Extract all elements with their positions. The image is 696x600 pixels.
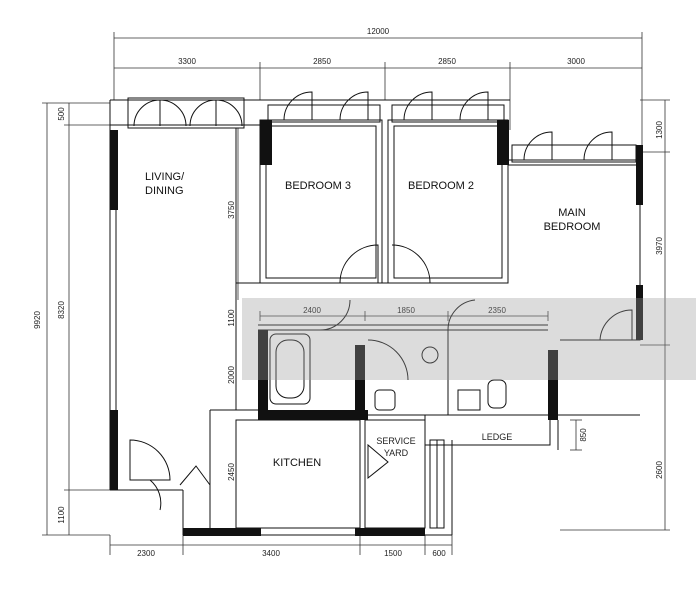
main-bedroom-label-line1: MAIN <box>558 207 586 219</box>
toilet-2 <box>487 379 507 409</box>
main-bedroom-door <box>599 309 633 341</box>
wall-segment <box>355 345 365 415</box>
living-dining-label-line1: LIVING/ <box>145 171 185 183</box>
wash-basin <box>421 346 439 364</box>
wall-segment <box>355 528 425 536</box>
dim-top-seg-2: 2850 <box>313 57 331 66</box>
living-dining-label-line2: DINING <box>145 185 184 197</box>
dim-top-seg-3: 2850 <box>438 57 456 66</box>
dim-right-a: 1300 <box>655 121 664 139</box>
dim-left-sub-b: 8320 <box>57 301 66 319</box>
wall-segment <box>110 130 118 210</box>
dim-left-sub-c: 1100 <box>57 506 66 524</box>
bedroom2-label: BEDROOM 2 <box>408 180 474 192</box>
dim-left-sub-a: 500 <box>57 107 66 121</box>
dim-inner-v-a: 3750 <box>227 201 236 219</box>
dim-right-c: 850 <box>579 428 588 442</box>
bath2-door <box>447 299 476 331</box>
dim-right-d: 2600 <box>655 461 664 479</box>
dim-bottom-seg-1: 2300 <box>137 549 155 558</box>
bedroom3-label: BEDROOM 3 <box>285 180 351 192</box>
windows <box>127 91 637 163</box>
main-bedroom-label-line2: BEDROOM <box>544 221 601 233</box>
bedroom2-door <box>391 244 431 284</box>
bath-door <box>319 299 351 331</box>
wall-segment <box>258 330 268 420</box>
dim-inner-h-3: 2350 <box>488 306 506 315</box>
dimension-lines: 12000 3300 2850 2850 3000 9920 500 8320 … <box>33 27 670 558</box>
dim-top-seg-4: 3000 <box>567 57 585 66</box>
wall-segment <box>258 410 368 420</box>
fixtures <box>269 333 507 411</box>
dim-top-seg-1: 3300 <box>178 57 196 66</box>
bathtub <box>269 333 311 405</box>
wall-segment <box>497 120 509 165</box>
dim-inner-v-c: 2000 <box>227 366 236 384</box>
bedroom3-door <box>339 244 379 284</box>
wall-segment <box>110 410 118 490</box>
entrance-door-leaf <box>149 479 162 511</box>
room-labels: LIVING/ DINING BEDROOM 3 BEDROOM 2 MAIN … <box>145 171 600 469</box>
entrance-door <box>129 439 171 481</box>
walls <box>109 99 643 536</box>
ledge-label: LEDGE <box>482 432 513 442</box>
kitchen-label: KITCHEN <box>273 457 321 469</box>
wall-segment <box>548 350 558 420</box>
doors <box>129 244 633 511</box>
dim-bottom-seg-2: 3400 <box>262 549 280 558</box>
service-yard-label-line1: SERVICE <box>376 436 415 446</box>
service-door <box>367 443 389 480</box>
dim-top-total: 12000 <box>367 27 390 36</box>
service-yard-label-line2: YARD <box>384 448 409 458</box>
toilet-1 <box>374 389 396 411</box>
dim-bottom-seg-4: 600 <box>432 549 446 558</box>
dim-inner-v-d: 2450 <box>227 463 236 481</box>
dim-inner-h-1: 2400 <box>303 306 321 315</box>
dim-bottom-seg-3: 1500 <box>384 549 402 558</box>
dim-inner-v-b: 1100 <box>227 309 236 327</box>
watermark-band <box>242 298 696 380</box>
dim-left-total: 9920 <box>33 311 42 329</box>
wall-segment <box>183 528 261 536</box>
dim-right-b: 3970 <box>655 237 664 255</box>
basin-2 <box>457 389 481 411</box>
dim-inner-h-2: 1850 <box>397 306 415 315</box>
